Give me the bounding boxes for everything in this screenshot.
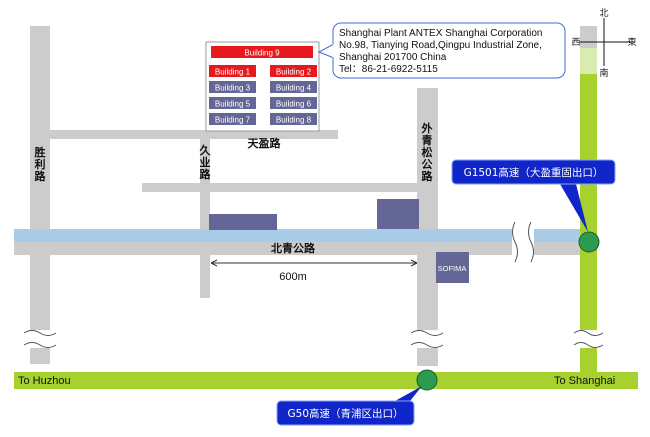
tianying-road: [50, 130, 338, 139]
distance-label: 600m: [279, 271, 307, 283]
river: [14, 229, 584, 242]
building-6: [270, 97, 317, 109]
g50-interchange: [416, 369, 438, 391]
building-7: [209, 113, 256, 125]
factory-block-east: [377, 199, 419, 229]
beiqing-road: [14, 242, 584, 255]
building-9: [211, 46, 313, 58]
g50-pointer: [395, 386, 422, 401]
waiqingsong-road-label: 外 青 松 公 路: [421, 121, 434, 183]
g1501-interchange: [578, 231, 600, 253]
svg-text:青: 青: [422, 133, 433, 147]
building-5-label: Building 5: [215, 100, 251, 109]
building-8-label: Building 8: [276, 116, 312, 125]
compass-icon: [580, 18, 630, 66]
address-line-1: Shanghai Plant ANTEX Shanghai Corporatio…: [339, 28, 542, 39]
to-huzhou-label: To Huzhou: [18, 375, 71, 387]
building-1: [209, 65, 256, 77]
compass-north: 北: [599, 8, 608, 19]
building-4-label: Building 4: [276, 84, 312, 93]
g50-badge-text: G50高速（青浦区出口）: [288, 407, 404, 420]
beiqing-road-label: 北青公路: [271, 241, 316, 255]
compass-east: 東: [627, 36, 636, 48]
compass-south: 南: [599, 67, 608, 79]
g50-highway: [14, 372, 638, 389]
distance-marker: [210, 259, 418, 267]
tianying-road-label: 天盈路: [248, 136, 282, 150]
svg-text:松: 松: [422, 145, 433, 159]
jiuye-road-label: 久 业 路: [200, 143, 212, 181]
building-5: [209, 97, 256, 109]
right-highway: [580, 74, 597, 386]
building-3: [209, 81, 256, 93]
svg-text:路: 路: [35, 169, 47, 183]
building-4: [270, 81, 317, 93]
svg-text:外: 外: [421, 121, 433, 135]
svg-text:公: 公: [422, 158, 433, 171]
road-break-upper-right: [512, 221, 534, 263]
g1501-badge: [451, 159, 616, 185]
svg-text:胜: 胜: [34, 145, 46, 159]
svg-text:路: 路: [422, 169, 434, 183]
address-callout-pointer: [317, 43, 335, 59]
compass-west: 西: [571, 37, 580, 48]
building-2-label: Building 2: [276, 68, 312, 77]
road-break-left: [23, 330, 57, 348]
building-3-label: Building 3: [215, 84, 251, 93]
right-highway-fade: [580, 48, 597, 74]
address-line-2: No.98, Tianying Road,Qingpu Industrial Z…: [339, 40, 542, 51]
factory-block-west: [209, 214, 277, 230]
building-1-label: Building 1: [215, 68, 251, 77]
side-road: [142, 183, 417, 192]
building-8: [270, 113, 317, 125]
address-line-3: Shanghai 201700 China: [339, 52, 447, 63]
svg-text:业: 业: [200, 155, 211, 169]
svg-text:利: 利: [35, 157, 46, 171]
building-2: [270, 65, 317, 77]
building-7-label: Building 7: [215, 116, 251, 125]
sofima-label: SOFIMA: [438, 264, 467, 273]
waiqingsong-road: [417, 88, 438, 366]
g1501-badge-text: G1501高速（大盈重固出口）: [464, 166, 604, 179]
sofima-building: [436, 252, 469, 283]
shengli-road: [30, 26, 50, 364]
building-6-label: Building 6: [276, 100, 312, 109]
svg-text:路: 路: [200, 167, 212, 181]
g50-badge: [276, 400, 415, 426]
g1501-pointer: [560, 184, 588, 232]
address-line-4: Tel：86-21-6922-5115: [339, 64, 438, 75]
building-9-label: Building 9: [244, 49, 280, 58]
jiuye-road: [200, 130, 210, 298]
to-shanghai-label: To Shanghai: [554, 375, 615, 387]
road-break-middle: [410, 330, 444, 348]
shengli-road-label: 胜 利 路: [34, 145, 47, 183]
svg-text:久: 久: [200, 143, 212, 157]
road-break-right: [573, 330, 604, 348]
